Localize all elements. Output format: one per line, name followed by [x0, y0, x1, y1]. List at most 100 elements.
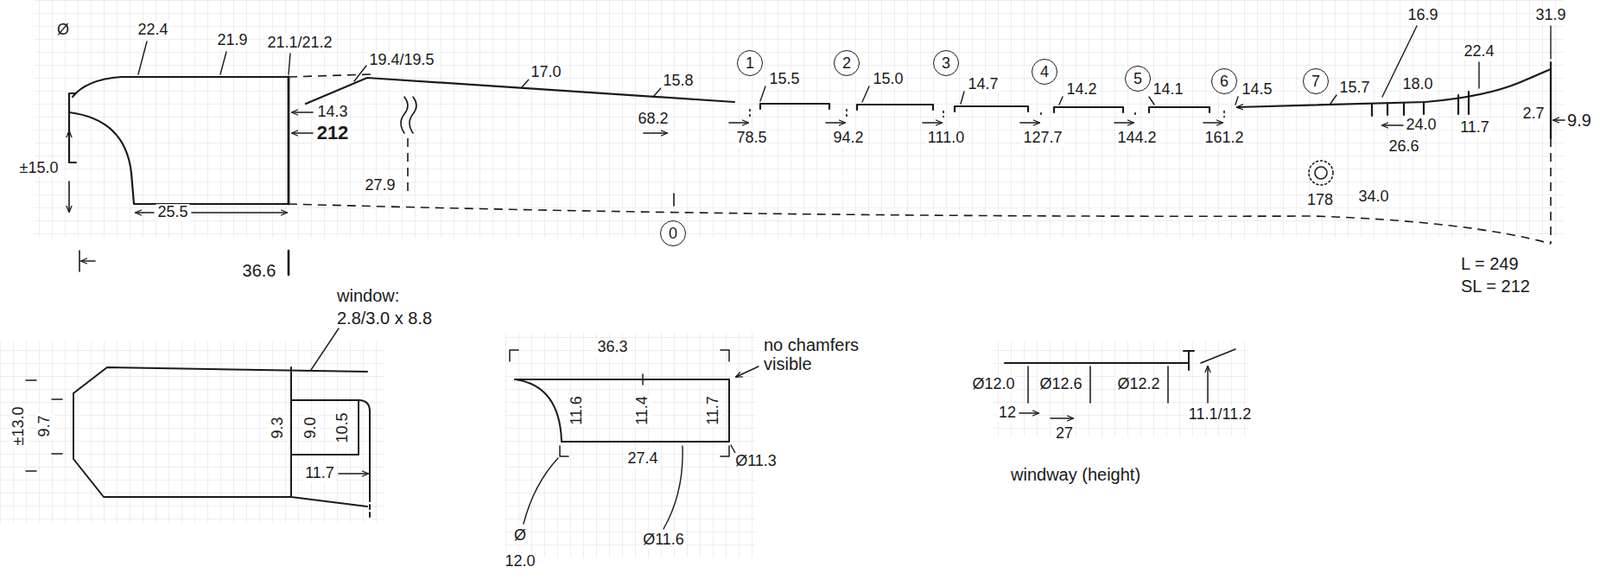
leader-line — [1549, 25, 1551, 59]
dimension-value: 161.2 — [1202, 129, 1245, 147]
callout-number: 4 — [1040, 63, 1049, 80]
windway-section-sketch — [509, 349, 730, 457]
dimension-arrow — [1203, 121, 1223, 124]
dimension-value: 36.3 — [595, 338, 629, 356]
dimension-value: 9.3 — [269, 414, 287, 440]
dimension-value: 18.0 — [1400, 76, 1435, 94]
recorder-outline — [857, 104, 934, 110]
dimension-value: 111.0 — [926, 129, 966, 147]
window-sketch — [368, 496, 371, 519]
windway-section-sketch — [641, 374, 644, 385]
windway-height-sketch — [1050, 417, 1074, 420]
leader-line — [521, 79, 529, 88]
recorder-outline — [1237, 69, 1551, 108]
dimension-value: 24.0 — [1403, 116, 1438, 134]
dimension-arrow — [673, 193, 675, 206]
window-sketch — [338, 472, 369, 475]
dimension-arrow — [1308, 160, 1334, 185]
dimension-arrow — [135, 211, 154, 214]
dimension-value: 16.9 — [1405, 6, 1440, 25]
dimension-value: 11.7 — [303, 464, 337, 483]
leader-line — [138, 25, 1551, 105]
dimension-arrow — [1553, 119, 1565, 121]
dimension-value: ±15.0 — [18, 159, 61, 178]
dimension-arrow — [292, 132, 313, 134]
leader-line — [1059, 96, 1063, 105]
window-sketch — [73, 367, 368, 507]
callout-circle: 2 — [833, 50, 860, 77]
dimension-value: 11.4 — [634, 393, 652, 427]
recorder-outline — [69, 93, 77, 163]
dimension-value: 144.2 — [1115, 129, 1158, 147]
leader-line — [960, 91, 965, 104]
dimension-value: 12 — [996, 404, 1018, 422]
dimension-arrow — [191, 211, 287, 214]
dimension-arrow — [69, 112, 1565, 275]
dimension-value: 14.7 — [965, 76, 1000, 94]
dimension-value: 19.4/19.5 — [367, 51, 436, 70]
note-text: no chamfers visible — [761, 335, 870, 374]
hidden-line — [749, 108, 1225, 118]
dimension-value: 94.2 — [831, 129, 865, 147]
windway-height-sketch — [1200, 349, 1236, 363]
recorder-outline — [954, 106, 1029, 112]
dimension-arrow — [1382, 124, 1404, 127]
callout-circle: 7 — [1302, 68, 1329, 95]
leader-line — [760, 86, 766, 102]
windway-height-sketch — [1004, 350, 1194, 370]
leader-line — [220, 51, 227, 75]
recorder-outline — [69, 62, 1551, 204]
recorder-outline — [1549, 62, 1552, 139]
dimension-value: 11.7 — [704, 393, 723, 427]
dimension-value: Ø12.6 — [1037, 375, 1084, 394]
dimension-value: Ø — [55, 21, 71, 39]
windway-section-sketch — [736, 366, 759, 377]
callout-circle: 1 — [736, 50, 763, 77]
dimension-value: Ø11.3 — [733, 452, 779, 470]
note-text: 9.9 — [1565, 110, 1594, 130]
dimension-value: Ø11.6 — [641, 531, 686, 549]
callout-number: 5 — [1133, 70, 1143, 87]
dimension-arrow — [1020, 121, 1040, 124]
leader-line — [288, 53, 291, 75]
windway-height-sketch — [1019, 412, 1039, 414]
dimension-value: 11.6 — [568, 393, 586, 427]
leader-line — [862, 86, 870, 102]
recorder-outline — [287, 76, 291, 204]
dimension-value: 15.0 — [870, 70, 905, 89]
dimension-value: 9.0 — [302, 414, 320, 440]
dimension-arrow — [68, 181, 70, 212]
leader-line — [354, 65, 367, 82]
recorder-outline — [69, 112, 289, 204]
dimension-value: 2.7 — [1520, 105, 1546, 123]
callout-circle: 4 — [1031, 58, 1058, 85]
dimension-value: Ø — [512, 526, 528, 545]
dimension-arrow — [81, 260, 96, 262]
dimension-value: 22.4 — [1461, 43, 1496, 61]
callout-number: 3 — [941, 55, 951, 71]
note-text: windway (height) — [1009, 464, 1143, 484]
note-text: L = 249 — [1459, 253, 1521, 274]
dimension-value: 9.7 — [36, 412, 54, 439]
window-sketch — [25, 328, 370, 519]
dimension-value: 11.7 — [1458, 119, 1492, 137]
dimension-value: 27.9 — [362, 177, 397, 195]
dimension-value: 15.5 — [767, 70, 801, 89]
callout-circle: 5 — [1124, 65, 1151, 92]
dimension-value: 25.5 — [155, 203, 190, 222]
graph-paper — [0, 0, 1564, 558]
dimension-value: 14.1 — [1150, 81, 1185, 99]
leader-line — [1330, 95, 1337, 104]
callout-number: 6 — [1219, 73, 1229, 89]
dimension-arrow — [68, 131, 70, 156]
dimension-value: 27.4 — [625, 450, 660, 468]
dimension-value: 127.7 — [1021, 129, 1064, 147]
hidden-line — [406, 138, 409, 197]
window-sketch — [291, 400, 370, 497]
recorder-outline — [1149, 107, 1210, 113]
callout-number: 0 — [668, 225, 678, 242]
dimension-arrow — [825, 121, 845, 124]
recorder-outline — [1053, 107, 1124, 113]
dimension-value: 17.0 — [528, 63, 563, 82]
